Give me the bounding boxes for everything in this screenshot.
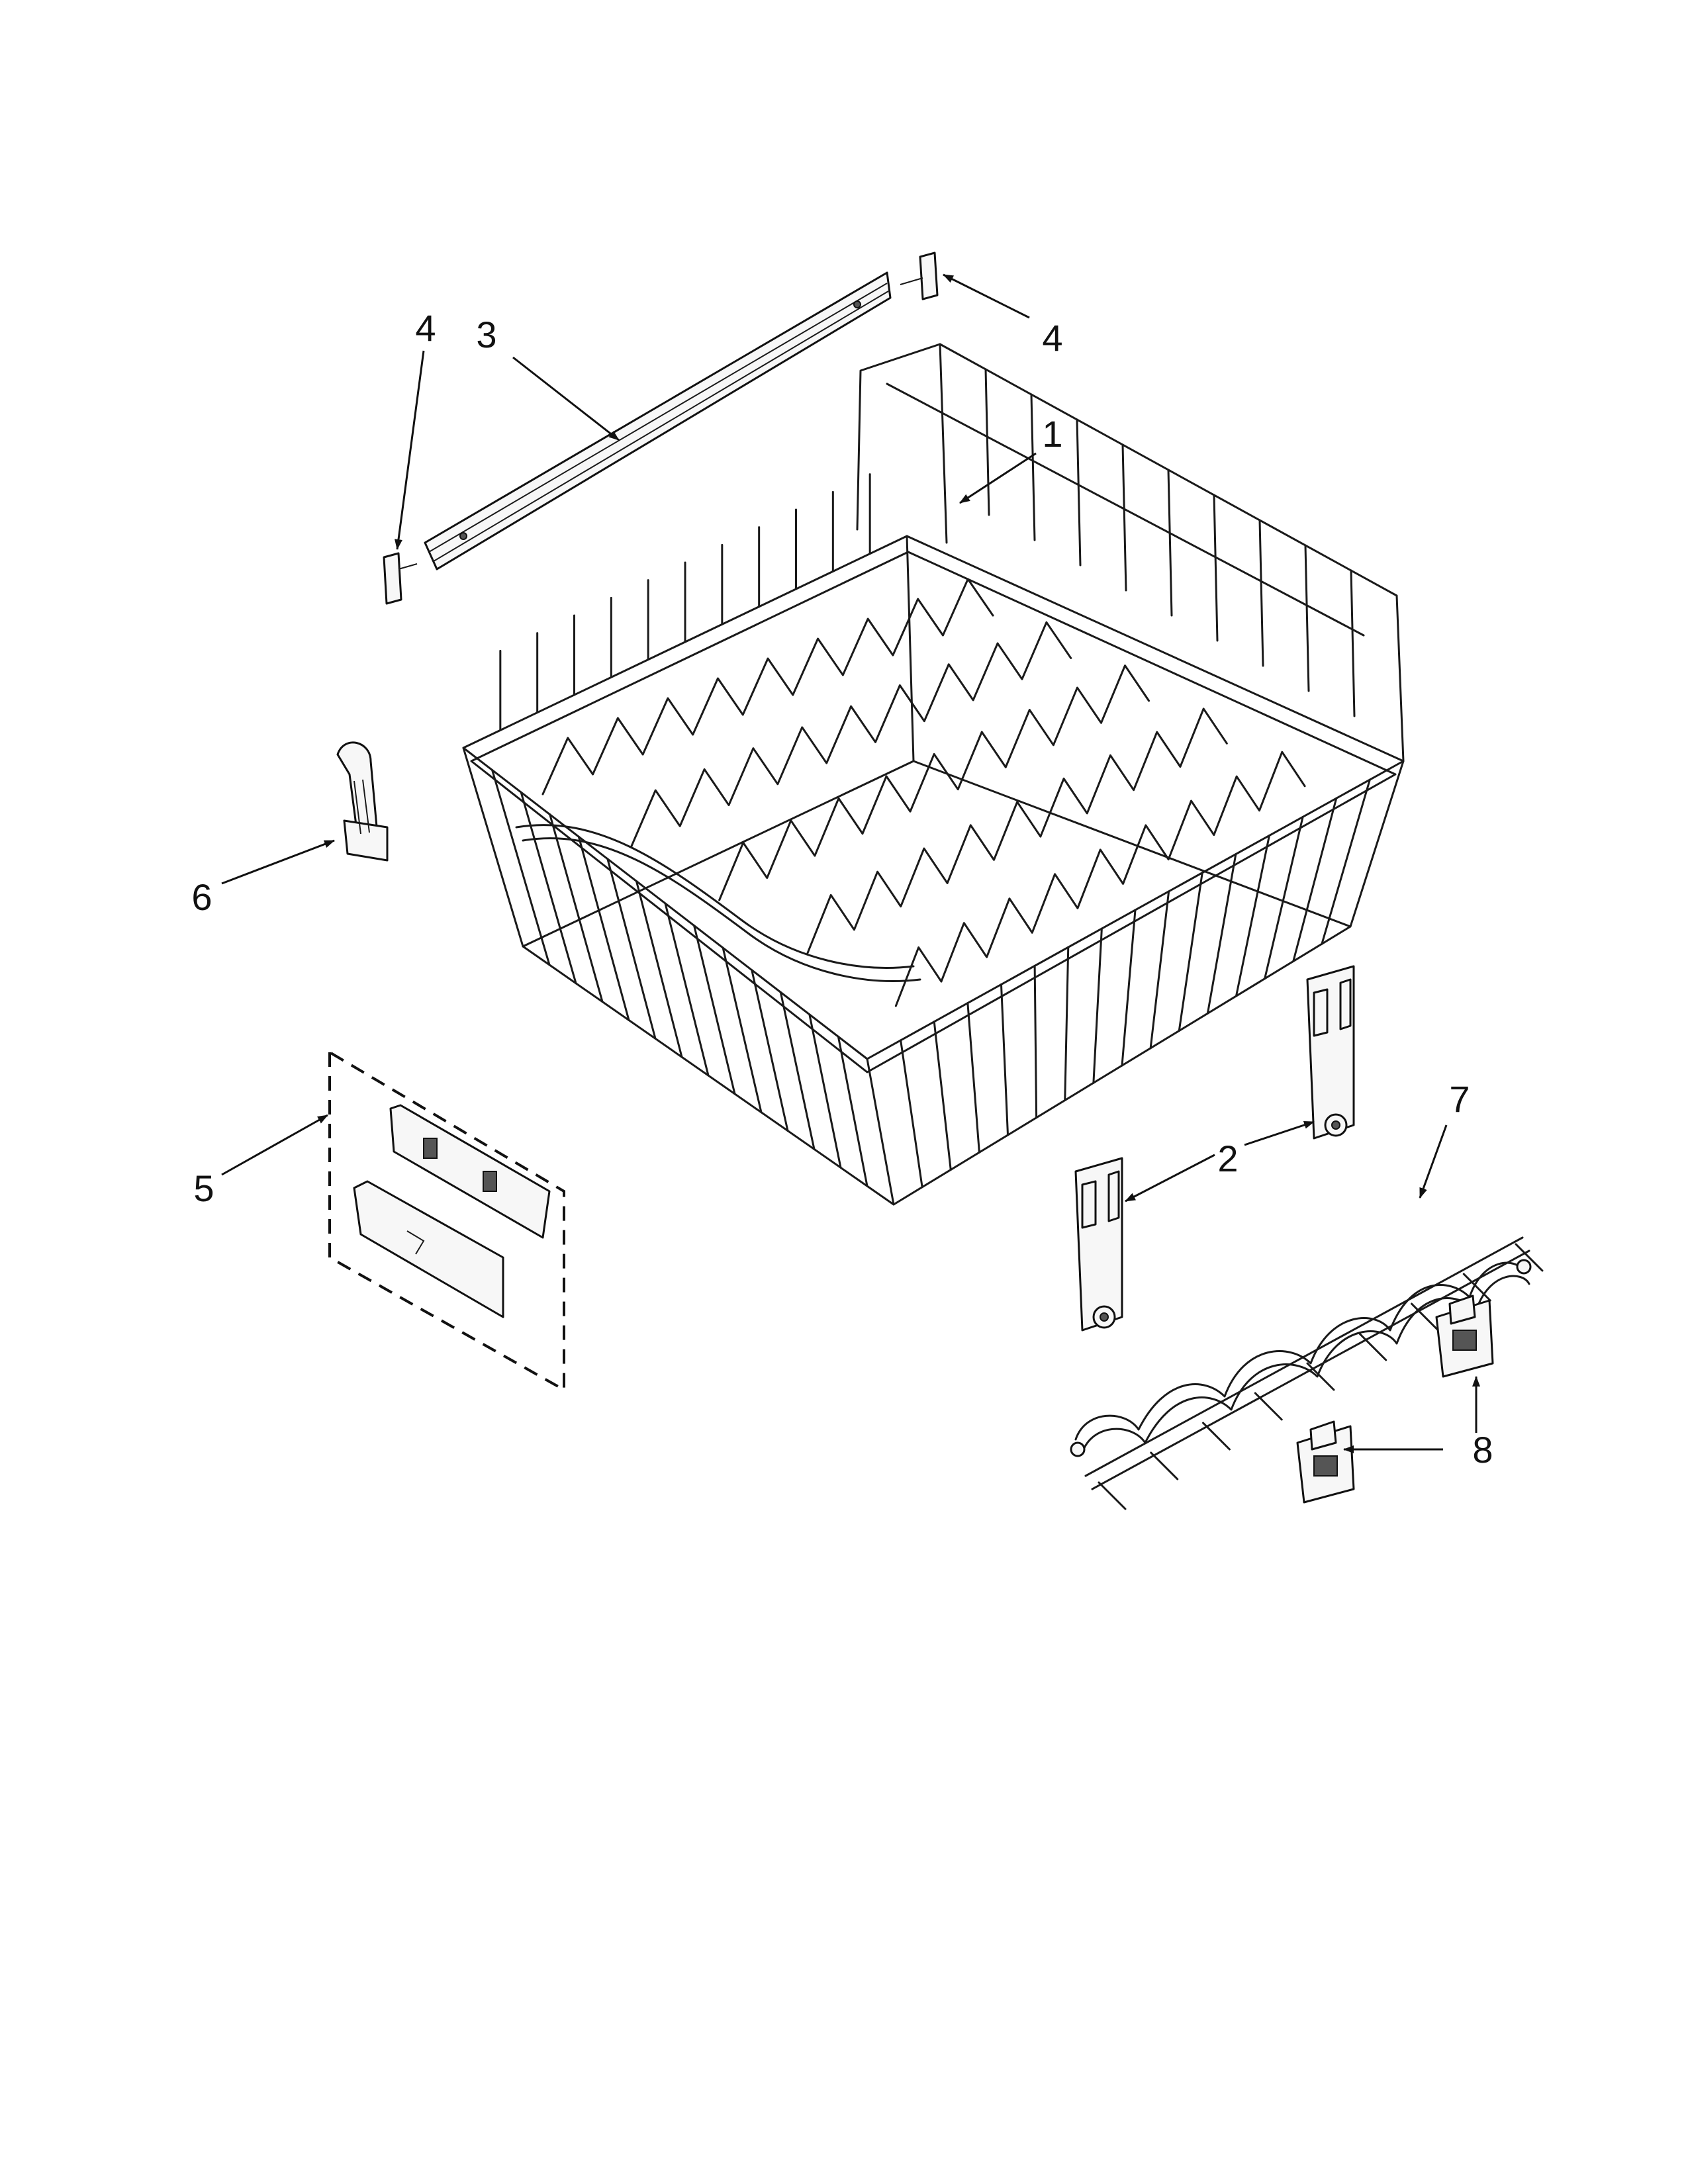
rack-handle-back-icon (389, 1104, 551, 1239)
rail-end-cap-right-icon (900, 251, 939, 300)
rack-wheel-carrier-lower-icon (1074, 1157, 1123, 1332)
callout-4-left: 4 (415, 307, 436, 349)
callout-4-right: 4 (1042, 317, 1062, 359)
dishrack-wire-basket-icon (462, 343, 1405, 1206)
callout-6: 6 (191, 876, 212, 918)
tine-retainer-clip-upper-icon (1435, 1295, 1494, 1378)
leader-lines (221, 273, 1480, 1453)
callout-2: 2 (1217, 1138, 1238, 1179)
callout-5: 5 (193, 1167, 214, 1209)
rail-end-cap-left-icon (383, 552, 418, 605)
callout-labels: 1 2 3 4 4 5 6 7 8 (191, 307, 1493, 1471)
rack-handle-group (328, 1050, 565, 1392)
callout-8: 8 (1472, 1429, 1493, 1471)
rack-handle-front-icon (353, 1180, 504, 1318)
callout-3: 3 (476, 314, 496, 355)
rack-adjuster-rail-icon (424, 271, 892, 570)
callout-7: 7 (1449, 1078, 1470, 1120)
callout-1: 1 (1042, 413, 1062, 455)
wire-clip-icon (336, 741, 389, 862)
tine-retainer-clip-lower-icon (1296, 1420, 1355, 1504)
rack-wheel-carrier-upper-icon (1306, 965, 1355, 1140)
